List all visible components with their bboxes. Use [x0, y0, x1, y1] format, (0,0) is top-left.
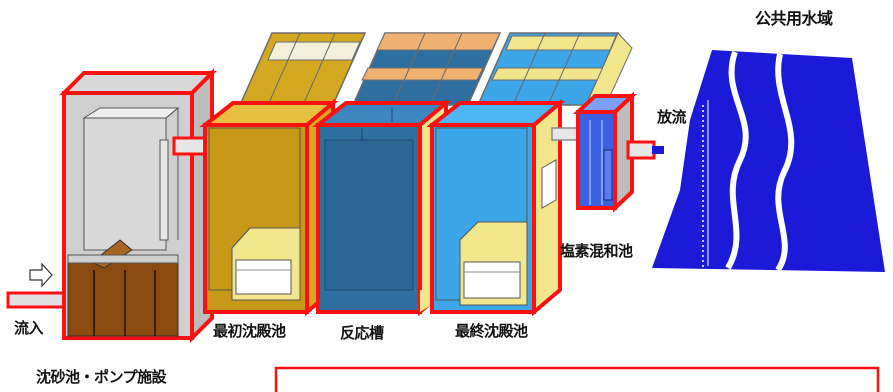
upper-tank-tops	[238, 32, 633, 119]
final-sedimentation-tank	[426, 98, 566, 317]
public-water-area	[652, 50, 885, 272]
discharge-pipe	[626, 140, 664, 160]
primary-sedimentation-tank	[199, 98, 339, 317]
public-water-label: 公共用水域	[755, 9, 833, 28]
final-label: 最終沈殿池	[455, 322, 528, 340]
chlorine-mixing-tank	[572, 91, 638, 213]
grit-pump-label: 沈砂池・ポンプ施設	[36, 368, 167, 386]
inflow-pipe	[6, 291, 70, 309]
reaction-tank	[312, 98, 452, 317]
primary-label: 最初沈殿池	[213, 322, 286, 340]
outline-right-arrow-icon	[29, 262, 53, 288]
caption-frame	[274, 366, 880, 392]
reactor-label: 反応槽	[340, 324, 384, 342]
connector-pipe-1	[172, 136, 210, 156]
discharge-label: 放流	[657, 108, 687, 126]
grit-pump-facility	[59, 68, 217, 343]
inflow-label: 流入	[14, 319, 44, 337]
chlorine-label: 塩素混和池	[560, 242, 633, 260]
